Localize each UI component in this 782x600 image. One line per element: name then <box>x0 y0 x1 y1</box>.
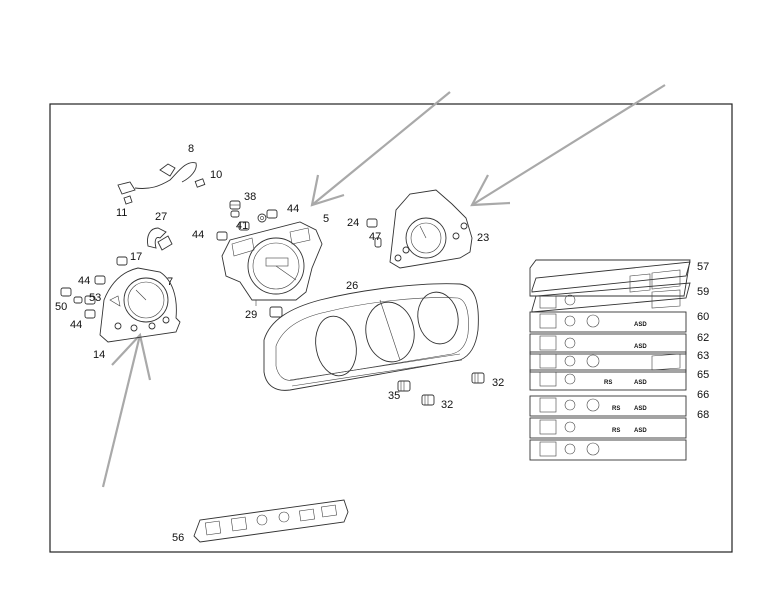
strip-text-asd-60: ASD <box>634 322 647 328</box>
strip-row-68 <box>529 439 687 461</box>
part-label-23: 23 <box>477 232 489 244</box>
strip-57 <box>529 259 691 297</box>
part-label-35: 35 <box>388 390 400 402</box>
diagram-frame <box>49 103 733 553</box>
left-gauge-assembly <box>99 267 181 343</box>
strip-text-rs-68: RS <box>612 428 620 434</box>
part-label-24: 24 <box>347 217 359 229</box>
warning-light-strips: ASD ASD RS ASD RS ASD RS ASD <box>529 259 691 461</box>
part-label-44d: 44 <box>70 319 82 331</box>
right-gauge-assembly <box>389 189 473 269</box>
part-label-68: 68 <box>697 409 709 421</box>
part-label-63: 63 <box>697 350 709 362</box>
strip-row-60: ASD <box>529 311 687 333</box>
part-label-44c: 44 <box>78 275 90 287</box>
part-label-56: 56 <box>172 532 184 544</box>
indicator-strip-56 <box>193 499 349 543</box>
strip-row-65: RS ASD <box>529 369 687 391</box>
part-label-10: 10 <box>210 169 222 181</box>
part-number-labels: 8 10 11 38 44 5 41 44 27 24 47 23 17 44 … <box>55 143 709 544</box>
part-label-41: 41 <box>236 220 248 232</box>
part-label-57: 57 <box>697 261 709 273</box>
part-label-14: 14 <box>93 349 105 361</box>
part-label-17: 17 <box>130 251 142 263</box>
part-label-27: 27 <box>155 211 167 223</box>
center-gauge-assembly <box>221 221 323 306</box>
strip-text-rs-66: RS <box>612 406 620 412</box>
part-label-44a: 44 <box>287 203 299 215</box>
strip-text-asd-66: ASD <box>634 406 647 412</box>
bulb-socket-parts <box>60 200 485 406</box>
part-label-7: 7 <box>167 276 173 288</box>
part-label-44b: 44 <box>192 229 204 241</box>
part-label-53: 53 <box>89 292 101 304</box>
part-label-11: 11 <box>116 207 127 219</box>
strip-text-asd-68: ASD <box>634 428 647 434</box>
strip-row-57 <box>531 261 691 293</box>
part-label-47: 47 <box>369 231 381 243</box>
part-label-60: 60 <box>697 311 709 323</box>
part-label-26: 26 <box>346 280 358 292</box>
strip-row-63 <box>529 351 687 373</box>
pointer-arrow-center-cluster <box>310 91 451 207</box>
clip-part <box>147 227 173 251</box>
part-label-66: 66 <box>697 389 709 401</box>
part-label-32b: 32 <box>441 399 453 411</box>
strip-row-62: ASD <box>529 333 687 355</box>
pointer-arrow-right-cluster <box>470 84 666 207</box>
strip-text-asd-62: ASD <box>634 344 647 350</box>
strip-row-66: RS ASD <box>529 395 687 417</box>
strip-text-asd-65: ASD <box>634 380 647 386</box>
part-label-50: 50 <box>55 301 67 313</box>
part-label-62: 62 <box>697 332 709 344</box>
part-label-38: 38 <box>244 191 256 203</box>
strip-text-rs-65: RS <box>604 380 612 386</box>
part-label-29: 29 <box>245 309 257 321</box>
part-label-65: 65 <box>697 369 709 381</box>
strip-row-67: RS ASD <box>529 417 687 439</box>
part-label-32a: 32 <box>492 377 504 389</box>
pointer-arrow-left-cluster <box>101 332 152 488</box>
wiring-connector-part <box>117 162 206 205</box>
part-label-5: 5 <box>323 213 329 225</box>
part-label-8: 8 <box>188 143 194 155</box>
part-label-59: 59 <box>697 286 709 298</box>
cluster-housing <box>263 283 479 391</box>
